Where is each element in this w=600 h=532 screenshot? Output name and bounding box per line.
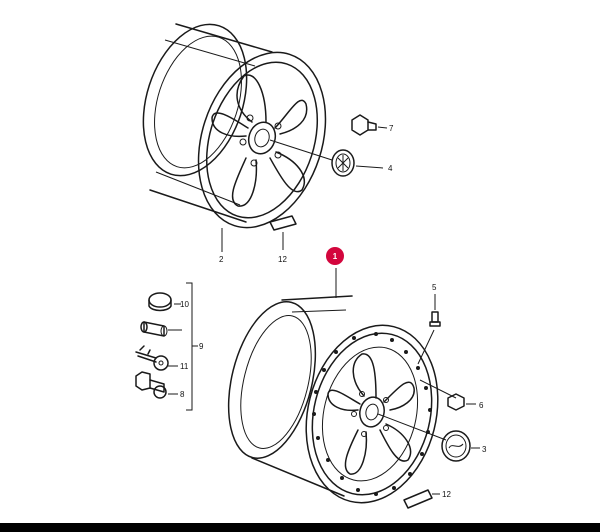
lock-bolt — [135, 371, 178, 399]
callout-6: 6 — [479, 401, 484, 410]
callout-11: 11 — [180, 362, 189, 371]
lock-sleeve — [140, 321, 182, 337]
balance-weight-bottom — [403, 489, 440, 509]
bottom-wheel — [227, 268, 457, 504]
rim-nut — [447, 393, 476, 411]
center-cap-bottom — [441, 430, 480, 462]
callout-10: 10 — [180, 300, 189, 309]
valve-stem — [429, 294, 441, 327]
bracket-9 — [186, 282, 198, 411]
callout-12-bottom: 12 — [442, 490, 451, 499]
callout-5: 5 — [432, 283, 437, 292]
bottom-bar — [0, 523, 600, 532]
lock-cap — [148, 292, 181, 312]
wheel-bolt-top — [351, 114, 388, 136]
highlight-marker — [326, 247, 344, 265]
callout-7: 7 — [389, 124, 394, 133]
callout-4: 4 — [388, 164, 393, 173]
callout-2: 2 — [219, 255, 224, 264]
top-wheel — [142, 23, 333, 252]
key-icon — [135, 345, 178, 371]
callout-8: 8 — [180, 390, 185, 399]
callout-1: 1 — [333, 252, 338, 261]
callout-3: 3 — [482, 445, 487, 454]
center-cap-top — [331, 149, 384, 177]
callout-12-top: 12 — [278, 255, 287, 264]
callout-9: 9 — [199, 342, 204, 351]
balance-weight-top — [269, 215, 297, 250]
rim-bolt-ring — [312, 332, 432, 496]
